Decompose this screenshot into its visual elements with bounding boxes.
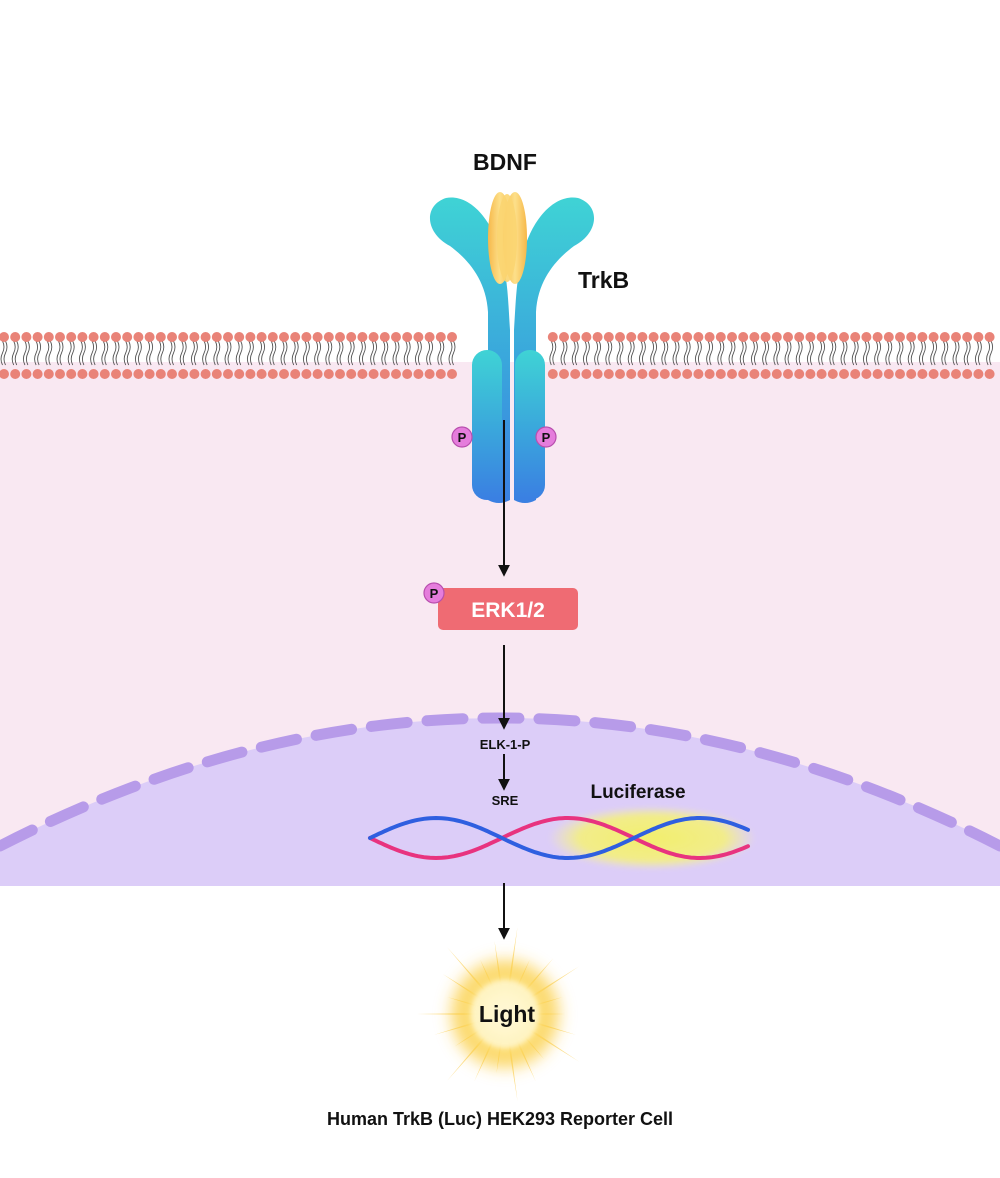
trkb-label: TrkB bbox=[578, 267, 629, 293]
elk-label: ELK-1-P bbox=[480, 737, 531, 752]
receptor-right-tail bbox=[515, 350, 545, 500]
dna-helix bbox=[368, 815, 750, 861]
receptor-phospho-right: P bbox=[535, 426, 557, 448]
bdnf-ligand bbox=[488, 192, 527, 284]
phospho-label: P bbox=[430, 586, 439, 601]
sre-label: SRE bbox=[492, 793, 519, 808]
cell-membrane bbox=[0, 332, 995, 379]
light-label: Light bbox=[479, 1001, 536, 1027]
erk-label: ERK1/2 bbox=[471, 599, 545, 622]
luciferase-label: Luciferase bbox=[590, 782, 685, 803]
receptor-left-tail bbox=[472, 350, 502, 500]
figure-caption: Human TrkB (Luc) HEK293 Reporter Cell bbox=[327, 1109, 673, 1129]
trkb-receptor bbox=[429, 197, 595, 504]
phospho-label: P bbox=[542, 430, 551, 445]
erk-kinase: ERK1/2 P bbox=[423, 582, 578, 630]
erk-phospho-badge bbox=[423, 582, 445, 604]
phospho-label: P bbox=[458, 430, 467, 445]
bdnf-label: BDNF bbox=[473, 149, 537, 175]
luciferase-glow bbox=[548, 806, 756, 870]
receptor-phospho-left: P bbox=[451, 426, 473, 448]
light-burst bbox=[417, 926, 580, 1102]
